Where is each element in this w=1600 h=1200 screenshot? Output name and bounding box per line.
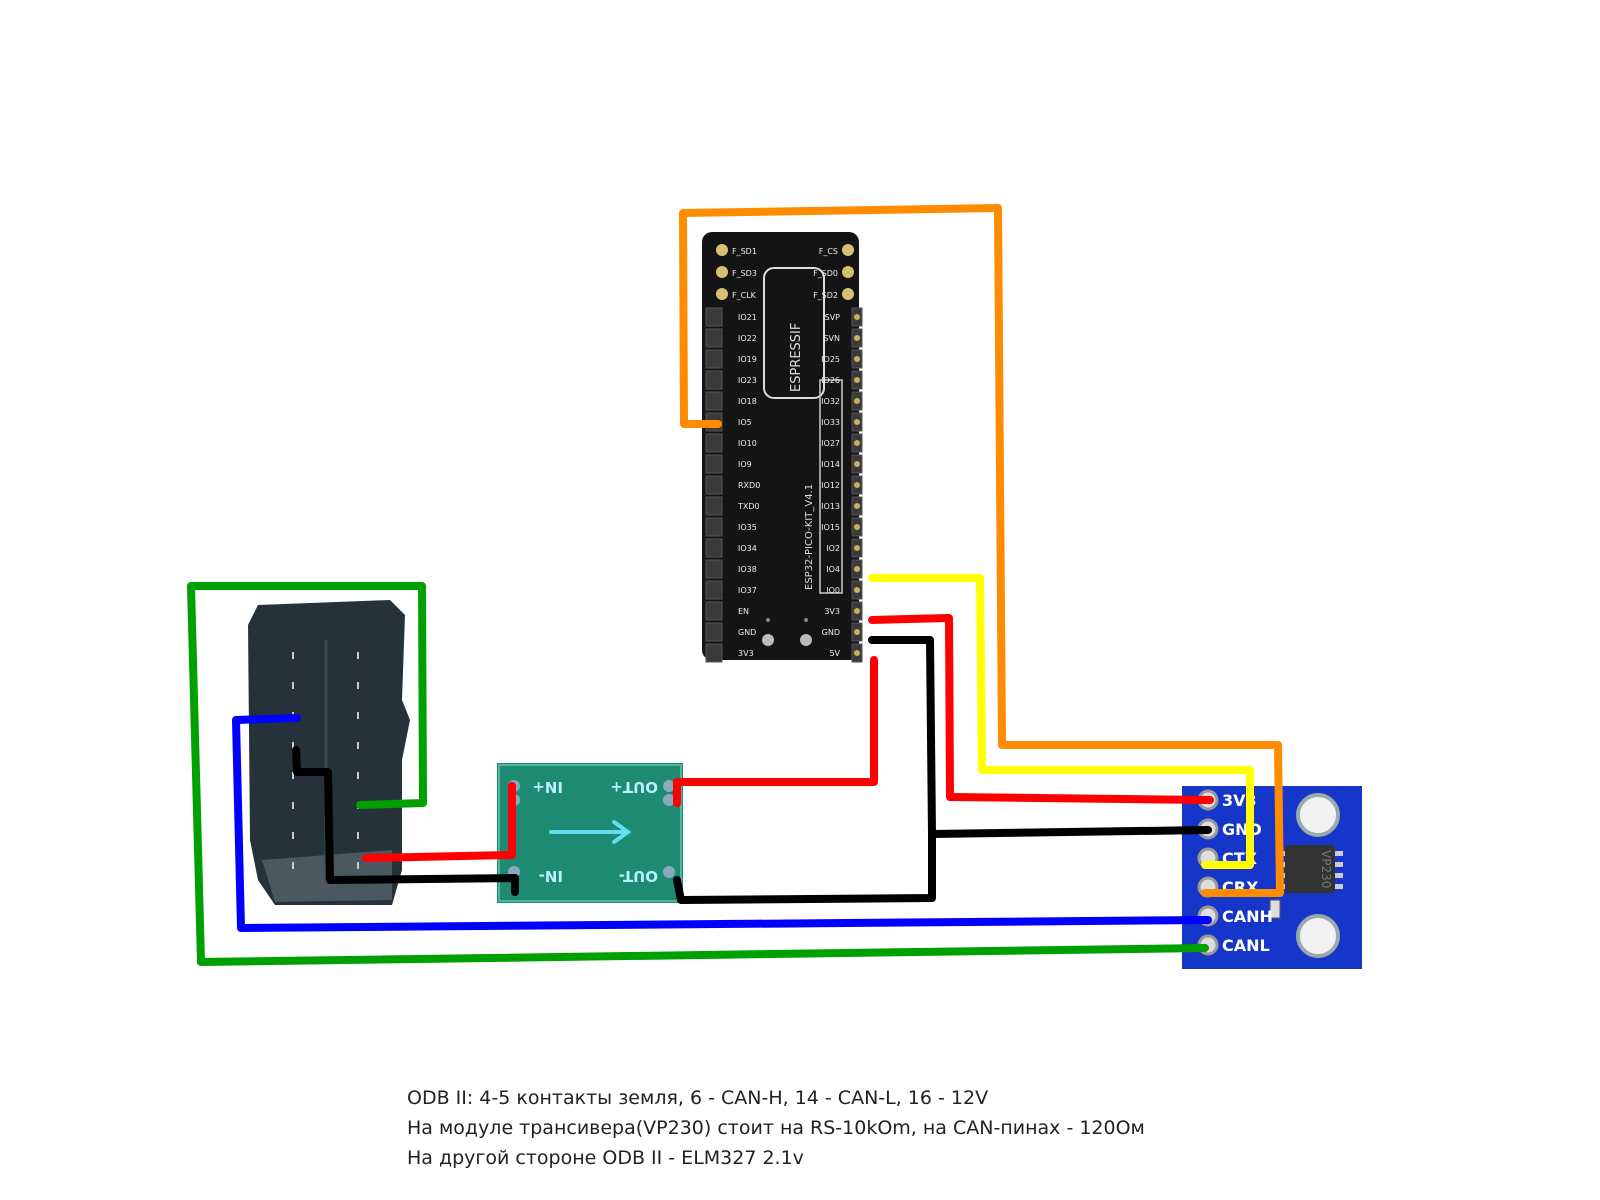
esp32-pad xyxy=(716,266,728,278)
converter-out-plus-label: OUT+ xyxy=(610,778,658,796)
esp32-pin-label: 3V3 xyxy=(824,607,840,616)
header-pin xyxy=(705,307,723,327)
can-pin-label: CANH xyxy=(1222,907,1273,926)
esp32-pin-label: SVP xyxy=(825,313,841,322)
converter-in-plus-label: IN+ xyxy=(532,778,563,796)
can-pin-label: CANL xyxy=(1222,936,1270,955)
esp32-pin-label: IO9 xyxy=(738,460,752,469)
esp32-pin-label: IO34 xyxy=(738,544,757,553)
wire-3v3-can xyxy=(868,614,1214,804)
note-transceiver: На модуле трансивера(VP230) стоит на RS-… xyxy=(407,1117,1145,1139)
esp32-pin-label: IO4 xyxy=(826,565,840,574)
esp32-pin-label: F_CS xyxy=(819,247,838,256)
wire-obd6-canh xyxy=(232,714,1212,932)
esp32-pin-label: IO15 xyxy=(821,523,840,532)
converter-out-minus-label: OUT- xyxy=(619,867,658,885)
header-pin xyxy=(705,328,723,348)
header-pin xyxy=(705,517,723,537)
wire-io4-ctx xyxy=(868,574,1254,869)
wire-obd-gnd-inminus xyxy=(292,746,519,896)
note-elm327: На другой стороне ODB II - ELM327 2.1v xyxy=(407,1147,804,1169)
header-pin xyxy=(705,475,723,495)
esp32-left-header xyxy=(705,307,723,663)
arrow-right-icon xyxy=(549,820,632,844)
header-pin xyxy=(705,601,723,621)
esp32-pin-label: F_SD3 xyxy=(732,269,757,278)
header-pin xyxy=(705,538,723,558)
esp32-pad xyxy=(716,288,728,300)
header-pin xyxy=(705,370,723,390)
esp32-pin-box xyxy=(819,379,843,594)
esp32-pin-label: IO25 xyxy=(821,355,840,364)
esp32-pin-label: IO23 xyxy=(738,376,757,385)
esp32-pin-label: IO0 xyxy=(826,586,840,595)
header-pin xyxy=(705,496,723,516)
esp32-pin-label: IO38 xyxy=(738,565,757,574)
header-pin xyxy=(705,433,723,453)
esp32-pin-label: IO14 xyxy=(821,460,840,469)
wires xyxy=(187,204,1284,966)
esp32-pin-label: IO5 xyxy=(738,418,752,427)
esp32-pin-label: TXD0 xyxy=(737,502,760,511)
header-pin xyxy=(705,580,723,600)
esp32-pin-label: 3V3 xyxy=(738,649,754,658)
can-chip-label: VP230 xyxy=(1319,850,1333,888)
header-pin xyxy=(705,349,723,369)
esp32-pin-label: SVN xyxy=(823,334,840,343)
esp32-pin-label: GND xyxy=(738,628,756,637)
header-pin xyxy=(705,559,723,579)
dc-dc-converter: IN+ OUT+ IN- OUT- xyxy=(497,763,683,903)
converter-in-minus-label: IN- xyxy=(539,867,563,885)
esp32-mount-hole xyxy=(800,634,812,646)
esp32-pin-label: 5V xyxy=(829,649,840,658)
esp32-pin-label: IO10 xyxy=(738,439,757,448)
note-obd-pins: ODB II: 4-5 контакты земля, 6 - CAN-H, 1… xyxy=(407,1087,989,1109)
wire-io5-crx xyxy=(679,204,1284,897)
wire-obd14-canl xyxy=(187,582,1209,966)
header-pin xyxy=(705,391,723,411)
esp32-pin-label: IO26 xyxy=(821,376,840,385)
esp32-pin-label: IO12 xyxy=(821,481,840,490)
can-pin-label: GND xyxy=(1222,820,1262,839)
esp32-pad xyxy=(842,244,854,256)
esp32-pad xyxy=(842,288,854,300)
esp32-pin-label: RXD0 xyxy=(738,481,760,490)
esp32-pin-label: IO2 xyxy=(826,544,840,553)
wire-gnd-converter xyxy=(673,826,936,904)
esp32-pin-label: IO21 xyxy=(738,313,757,322)
header-pin xyxy=(705,454,723,474)
wire-5v-outplus xyxy=(673,656,878,807)
esp32-pin-label: IO32 xyxy=(821,397,840,406)
esp32-board: ESPRESSIF ESP32-PICO-KIT_V4.1 F_SD1F_SD3… xyxy=(702,232,863,663)
esp32-pin-label: IO27 xyxy=(821,439,840,448)
esp32-pin-label: EN xyxy=(738,607,749,616)
esp32-pad xyxy=(842,266,854,278)
header-pin xyxy=(705,622,723,642)
notes: ODB II: 4-5 контакты земля, 6 - CAN-H, 1… xyxy=(407,1083,1145,1173)
esp32-version-label: ESP32-PICO-KIT_V4.1 xyxy=(804,484,815,590)
esp32-pin-label: IO33 xyxy=(821,418,840,427)
esp32-pin-label: IO18 xyxy=(738,397,757,406)
esp32-brand: ESPRESSIF xyxy=(789,323,804,392)
header-pin xyxy=(705,643,723,663)
esp32-pad xyxy=(716,244,728,256)
wire-obd16-inplus xyxy=(362,782,516,862)
esp32-pin-label: IO19 xyxy=(738,355,757,364)
esp32-logo-box xyxy=(763,267,825,399)
esp32-pin-label: IO35 xyxy=(738,523,757,532)
esp32-pin-label: IO13 xyxy=(821,502,840,511)
esp32-pin-label: F_SD1 xyxy=(732,247,757,256)
esp32-pin-label: IO37 xyxy=(738,586,757,595)
esp32-mount-hole xyxy=(762,634,774,646)
esp32-pin-label: IO22 xyxy=(738,334,757,343)
esp32-right-header xyxy=(851,307,863,663)
wire-gnd-can xyxy=(868,636,1212,838)
esp32-pin-label: F_CLK xyxy=(732,291,757,300)
esp32-pin-label: F_SD0 xyxy=(813,269,838,278)
esp32-pin-label: F_SD2 xyxy=(813,291,838,300)
esp32-pin-label: GND xyxy=(822,628,840,637)
